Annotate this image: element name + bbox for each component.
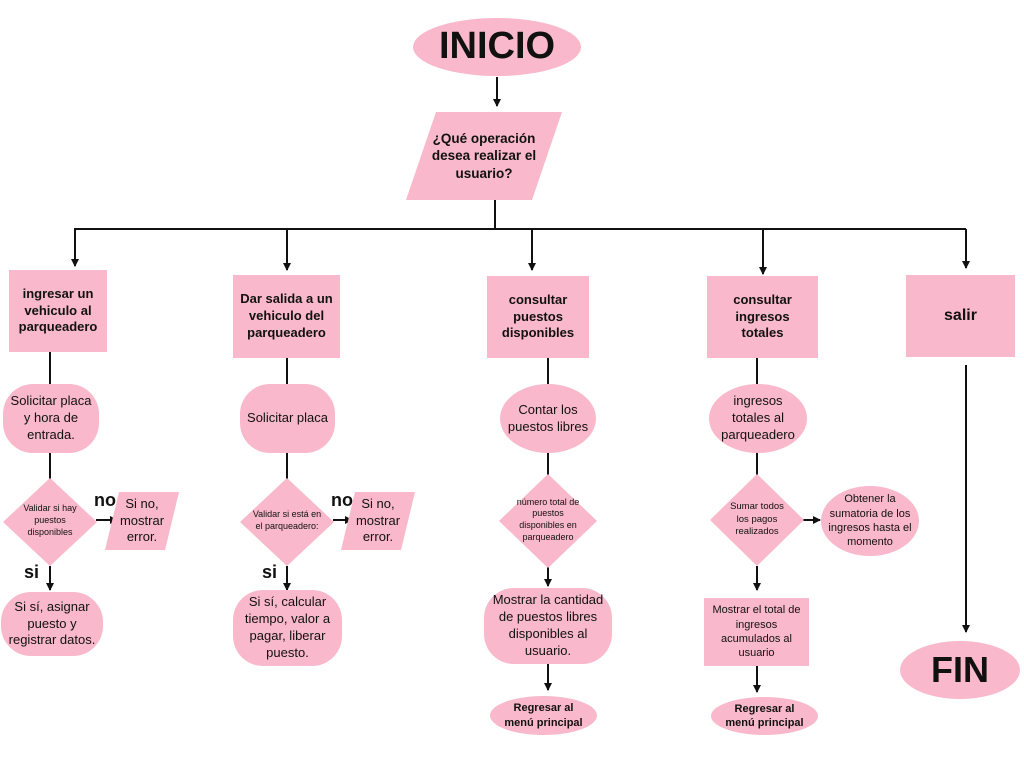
option-ingresar: ingresar un vehiculo al parqueadero (9, 270, 107, 352)
b4-return: Regresar al menú principal (711, 697, 818, 735)
start-node: INICIO (413, 18, 581, 76)
b4-result: Mostrar el total de ingresos acumulados … (704, 598, 809, 666)
b3-result: Mostrar la cantidad de puestos libres di… (484, 588, 612, 664)
b4-decision-text: Sumar todos los pagos realizados (730, 501, 784, 538)
b2-step: Solicitar placa (240, 384, 335, 453)
b2-no-shape (341, 492, 415, 550)
option-salir: salir (906, 275, 1015, 357)
end-node: FIN (900, 641, 1020, 699)
b2-decision-text: Validar si está en el parqueadero: (252, 509, 322, 531)
question-shape (406, 112, 562, 200)
b1-no-text: Si no, mostrar error. (119, 495, 165, 545)
b4-step: ingresos totales al parqueadero (709, 384, 807, 453)
b1-no-label: no (94, 490, 116, 510)
b1-decision-shape (3, 478, 97, 566)
b3-step: Contar los puestos libres (500, 384, 596, 453)
option-salida: Dar salida a un vehiculo del parqueadero (233, 275, 340, 358)
b2-decision-shape (240, 478, 334, 566)
b2-no-text: Si no, mostrar error. (355, 495, 401, 545)
question-text: ¿Qué operación desea realizar el usuario… (431, 130, 537, 181)
option-consultar-puestos: consultar puestos disponibles (487, 276, 589, 358)
b1-si-label: si (24, 562, 40, 582)
b3-decision-text: número total de puestos disponibles en p… (516, 496, 580, 542)
b4-side: Obtener la sumatoria de los ingresos has… (821, 486, 919, 556)
b4-decision-shape (710, 474, 804, 566)
b2-no-label: no (331, 490, 353, 510)
b1-step: Solicitar placa y hora de entrada. (3, 384, 99, 453)
b2-si-label: si (262, 562, 278, 582)
b2-si-result: Si sí, calcular tiempo, valor a pagar, l… (233, 590, 342, 666)
b1-si-result: Si sí, asignar puesto y registrar datos. (1, 592, 103, 656)
b3-decision-shape (499, 474, 597, 568)
option-consultar-ingresos: consultar ingresos totales (707, 276, 818, 358)
b1-decision-text: Validar si hay puestos disponibles (23, 503, 77, 537)
b1-no-shape (105, 492, 179, 550)
b3-return: Regresar al menú principal (490, 696, 597, 735)
